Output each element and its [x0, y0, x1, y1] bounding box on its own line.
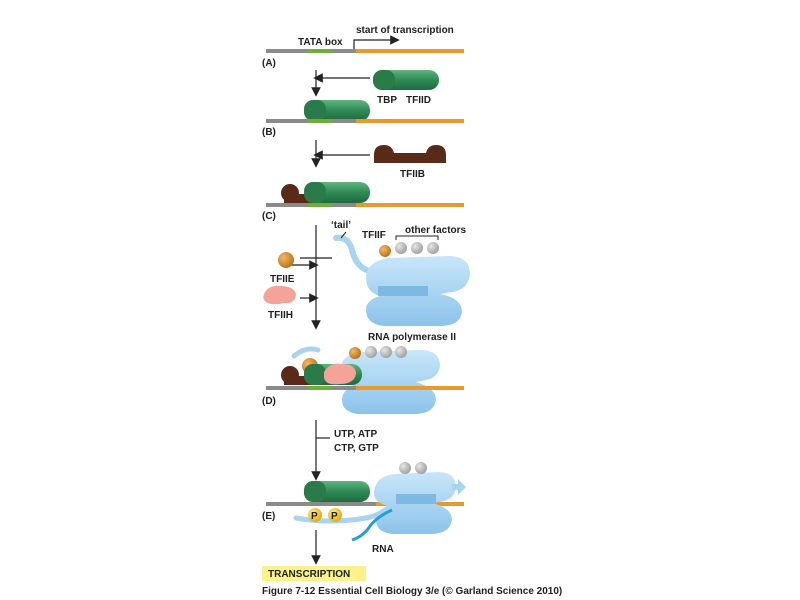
phosphate-label: P — [331, 511, 338, 522]
rna-label: RNA — [372, 544, 394, 555]
tfiib-on-dna — [281, 366, 320, 385]
tbp-label: TBP — [377, 95, 397, 106]
panel-e: P P RNA (E) — [262, 462, 466, 555]
tfiid-complex — [373, 70, 439, 90]
dna-strand — [266, 203, 464, 207]
tfiid-on-dna — [304, 481, 370, 502]
tfiih-protein — [263, 285, 296, 305]
polymerase-in-complex — [291, 346, 440, 414]
tfiif-label: TFIIF — [362, 230, 386, 241]
polymerase-tail — [333, 234, 375, 275]
phosphate-group: P — [308, 508, 322, 522]
tata-box-label: TATA box — [298, 37, 343, 48]
phosphate-label: P — [311, 511, 318, 522]
transcription-outcome: TRANSCRIPTION — [262, 530, 366, 581]
panel-a: TATA box start of transcription (A) — [262, 25, 464, 69]
tfiib-label: TFIIB — [400, 169, 425, 180]
other-factors-in-complex — [365, 346, 407, 358]
start-of-transcription-label: start of transcription — [356, 25, 454, 36]
tfiie-protein — [278, 252, 294, 268]
other-factors-label: other factors — [405, 225, 467, 236]
dna-strand — [266, 119, 464, 123]
phosphate-group: P — [328, 508, 342, 522]
panel-label-e: (E) — [262, 511, 275, 522]
other-factors-in-complex — [399, 462, 427, 474]
step-ntp-addition: UTP, ATP CTP, GTP — [311, 420, 379, 481]
transcription-label: TRANSCRIPTION — [268, 569, 350, 580]
other-factors-bracket — [395, 235, 439, 240]
tfiie-label: TFIIE — [270, 274, 295, 285]
step-tfiid-binding: TBP TFIID — [311, 70, 439, 106]
rna-transcript — [351, 508, 393, 542]
figure-caption: Figure 7-12 Essential Cell Biology 3/e (… — [262, 586, 562, 597]
ntps-label-line2: CTP, GTP — [334, 443, 379, 454]
tfiif-in-complex — [349, 347, 361, 359]
panel-d: (D) — [262, 346, 464, 414]
transcription-highlight — [262, 566, 366, 581]
tfiih-in-complex — [324, 363, 356, 385]
rna-polymerase-ii-label: RNA polymerase II — [368, 332, 456, 343]
panel-label-a: (A) — [262, 58, 276, 69]
tfiih-label: TFIIH — [268, 310, 293, 321]
tfiid-label: TFIID — [406, 95, 431, 106]
tail-label: ‘tail’ — [331, 220, 351, 231]
tfiid-on-dna — [304, 100, 370, 121]
tfiib-protein — [374, 145, 446, 163]
panel-label-c: (C) — [262, 211, 276, 222]
other-factors — [395, 242, 439, 254]
tfiif-protein — [379, 245, 391, 257]
panel-label-d: (D) — [262, 396, 276, 407]
panel-c: (C) — [262, 182, 464, 222]
elongating-polymerase — [374, 472, 456, 534]
panel-label-b: (B) — [262, 127, 276, 138]
ntps-label-line1: UTP, ATP — [334, 429, 377, 440]
step-tfiib-binding: TFIIB — [311, 140, 446, 180]
panel-b: (B) — [262, 100, 464, 138]
transcription-start-arrow — [353, 35, 400, 52]
step-polymerase-recruitment: TFIIE TFIIH ‘tail’ TFIIF other factors R… — [263, 220, 470, 343]
dna-strand — [266, 386, 464, 390]
direction-arrow-icon — [452, 479, 466, 495]
rna-polymerase-ii — [333, 234, 470, 326]
dna-strand — [266, 49, 464, 53]
tfiid-on-dna — [304, 182, 370, 203]
